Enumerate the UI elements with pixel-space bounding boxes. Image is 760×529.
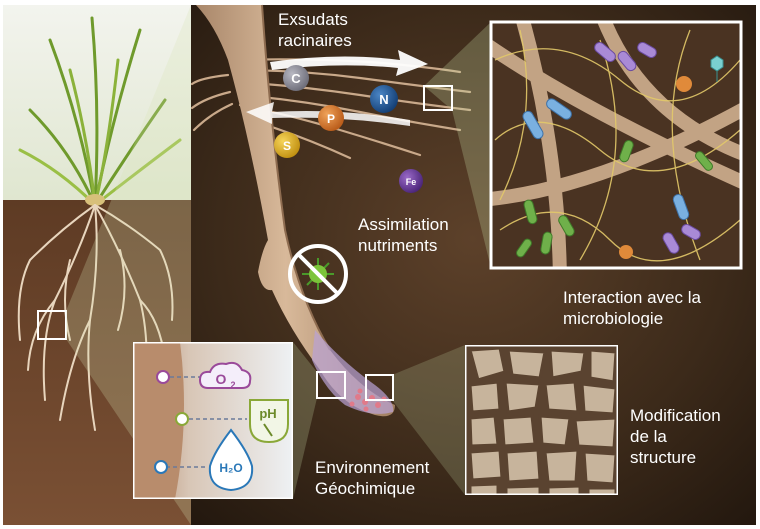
label-line: racinaires — [278, 31, 352, 50]
label-microbiology-interaction: Interaction avec la microbiologie — [563, 287, 701, 329]
svg-text:P: P — [327, 112, 335, 126]
oxygen-icon: O 2 — [156, 361, 252, 390]
label-line: Modification — [630, 406, 721, 425]
pathogen-inhibition-icon — [288, 244, 348, 304]
svg-text:N: N — [379, 92, 388, 107]
label-line: structure — [630, 448, 697, 467]
archaea-orange — [619, 76, 692, 259]
water-icon: H₂O — [154, 428, 254, 492]
iron-ball: Fe — [399, 169, 423, 193]
svg-text:pH: pH — [259, 406, 276, 421]
microbiology-zoom-marker — [423, 85, 453, 111]
virus-icon — [710, 55, 724, 82]
soil-structure-panel — [465, 345, 618, 495]
svg-text:S: S — [283, 139, 291, 153]
label-nutrient-assimilation: Assimilation nutriments — [358, 214, 449, 256]
microbiology-zoom-connector — [424, 22, 491, 268]
svg-text:O: O — [216, 371, 227, 387]
element-balls: C N P S Fe — [274, 65, 423, 193]
microbiology-panel — [491, 22, 741, 268]
label-line: de la — [630, 427, 667, 446]
geochem-zoom-connector — [293, 342, 317, 499]
label-line: Environnement — [315, 458, 430, 477]
label-line: Interaction avec la — [563, 288, 701, 307]
bacteria-purple — [594, 42, 701, 254]
structure-zoom-connector — [392, 345, 465, 495]
plant-roots — [17, 204, 174, 431]
geochem-zoom-marker — [316, 371, 346, 399]
label-structure-modification: Modification de la structure — [630, 405, 721, 468]
label-line: microbiologie — [563, 309, 664, 328]
structure-zoom-marker — [365, 374, 394, 401]
label-root-exudates: Exsudats racinaires — [278, 9, 352, 51]
bacteria-green — [516, 140, 713, 258]
label-line: Assimilation — [358, 215, 449, 234]
svg-text:2: 2 — [230, 380, 235, 390]
svg-text:H₂O: H₂O — [219, 461, 242, 475]
svg-text:Fe: Fe — [406, 177, 417, 187]
nitrogen-ball: N — [370, 85, 398, 113]
phosphorus-ball: P — [318, 105, 344, 131]
bacteria-blue — [522, 98, 690, 221]
root-zoom-marker — [37, 310, 67, 340]
label-geochemical-environment: Environnement Géochimique — [315, 457, 429, 499]
sulfur-ball: S — [274, 132, 300, 158]
grass-leaves — [18, 16, 182, 207]
label-line: Géochimique — [315, 479, 416, 498]
svg-text:C: C — [291, 71, 301, 86]
geochem-panel: O 2 pH H₂O — [133, 342, 293, 499]
label-line: nutriments — [358, 236, 438, 255]
main-root — [196, 4, 395, 417]
label-line: Exsudats — [278, 10, 348, 29]
ph-icon: pH — [175, 399, 289, 444]
carbon-ball: C — [283, 65, 309, 91]
